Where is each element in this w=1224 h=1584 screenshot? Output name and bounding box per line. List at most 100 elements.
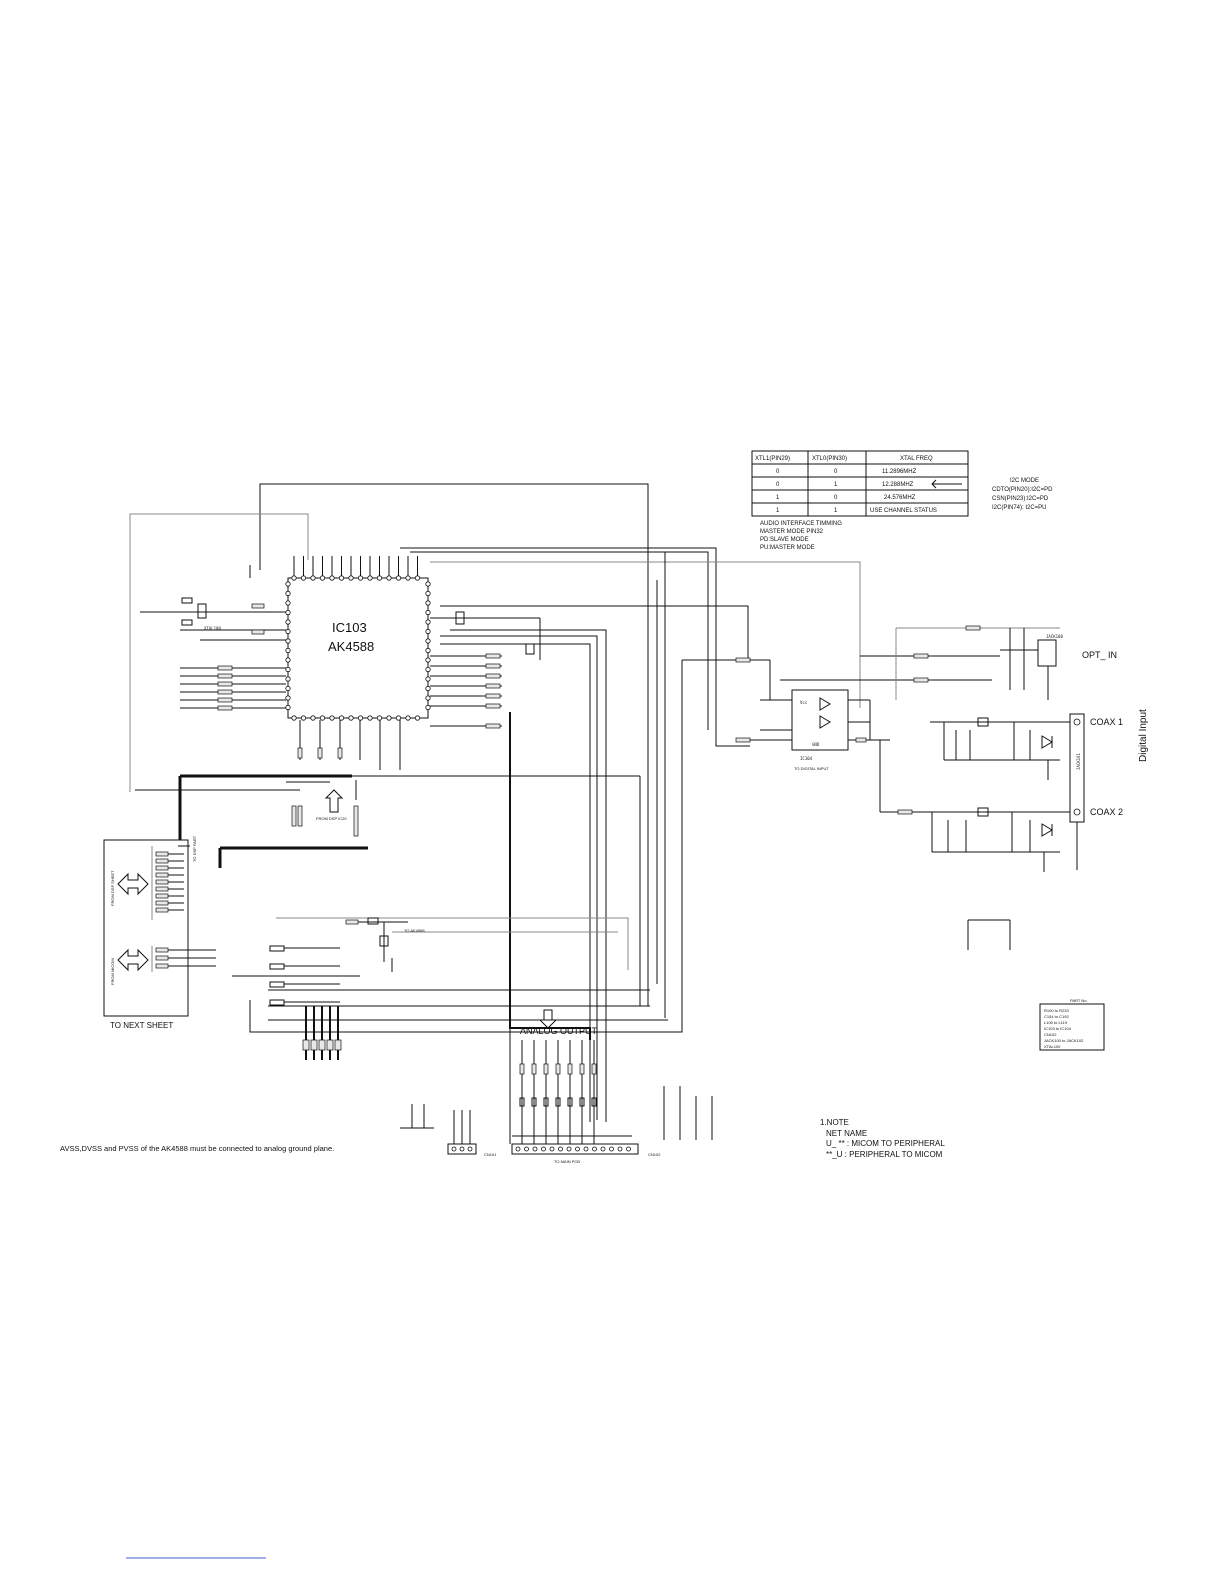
svg-text:FROM MICOM: FROM MICOM (110, 958, 115, 985)
ic-pin (376, 575, 383, 581)
connector-pin (524, 1146, 529, 1152)
svg-text:FROM DSP SHEET: FROM DSP SHEET (110, 870, 115, 906)
svg-text:CDTO(PIN20):I2C=PD: CDTO(PIN20):I2C=PD (992, 487, 1053, 493)
svg-text:NET NAME: NET NAME (826, 1129, 867, 1138)
ic-pin (425, 657, 431, 663)
inductor-icon (269, 999, 285, 1006)
capacitor-icon (318, 1039, 326, 1051)
diode-icon (1041, 823, 1053, 837)
svg-text:**_U : PERIPHERAL TO MICOM: **_U : PERIPHERAL TO MICOM (826, 1150, 943, 1159)
ic-pin (285, 619, 291, 625)
svg-text:TO DSP PART: TO DSP PART (192, 835, 197, 862)
ic-pin (285, 581, 291, 587)
ic-pin (285, 666, 291, 673)
cn102-side-lines (663, 1086, 713, 1140)
resistor-icon (543, 1063, 549, 1075)
svg-text:IC103 to IC104: IC103 to IC104 (1044, 1026, 1072, 1031)
svg-text:PU:MASTER MODE: PU:MASTER MODE (760, 545, 815, 551)
ic-pin (425, 600, 431, 606)
resistor-icon (519, 1063, 525, 1075)
xtal-cell: USE CHANNEL STATUS (870, 508, 937, 514)
ic-pin (425, 581, 431, 587)
ic-pin (300, 575, 307, 581)
ic-pin (300, 715, 307, 721)
ic-pin (414, 575, 421, 581)
svg-text:I2C(PIN74): I2C=PU: I2C(PIN74): I2C=PU (992, 505, 1047, 511)
capacitor-icon (543, 1097, 549, 1107)
svg-text:XTAL100: XTAL100 (204, 626, 221, 631)
diode-icon (1041, 735, 1053, 749)
ic-pin (395, 575, 402, 581)
xtal-cell: 0 (834, 495, 838, 501)
connector-pin (575, 1146, 580, 1152)
ic-pin (348, 715, 354, 721)
bidirectional-arrow-icon (117, 948, 149, 972)
svg-text:IC104: IC104 (800, 756, 813, 761)
ic-pin (425, 704, 431, 711)
svg-text:TO MAIN PCB: TO MAIN PCB (554, 1159, 580, 1164)
ic-pin (425, 647, 431, 654)
svg-text:PD:SLAVE MODE: PD:SLAVE MODE (760, 537, 809, 543)
ic-pin (285, 590, 291, 597)
crystal-icon (197, 603, 207, 619)
bus-wires (129, 483, 861, 1144)
capacitor-icon (555, 1097, 561, 1107)
connector-pin (626, 1146, 631, 1152)
svg-text:PART No.: PART No. (1070, 998, 1088, 1003)
inductor-icon (269, 945, 285, 952)
ic-pin (405, 575, 411, 581)
ic-pin (425, 619, 431, 625)
ic-bottom-network: FROM DSP IC20 (286, 720, 401, 837)
ic-pin (285, 704, 291, 711)
ic-pin (319, 715, 326, 721)
svg-text:Vcc: Vcc (800, 700, 808, 705)
net-tag (155, 900, 169, 906)
svg-text:L100 to L119: L100 to L119 (1044, 1020, 1068, 1025)
ic-pin (357, 575, 364, 581)
svg-text:1.NOTE: 1.NOTE (820, 1118, 849, 1127)
ic-pin (319, 575, 326, 581)
coax1-label: COAX 1 (1090, 717, 1123, 727)
xtal-cell: 1 (834, 508, 838, 514)
svg-text:CN102: CN102 (1044, 1032, 1057, 1037)
net-tag (155, 858, 169, 864)
svg-text:GND: GND (812, 742, 820, 747)
ic-pin (285, 638, 291, 644)
ic-pin (367, 575, 373, 581)
bidirectional-arrow-icon (117, 872, 149, 896)
svg-text:JACK101: JACK101 (1076, 753, 1081, 770)
svg-text:FROM DSP IC20: FROM DSP IC20 (316, 816, 347, 821)
ic-pin (414, 715, 421, 721)
svg-text:CSN(PIN23):I2C=PD: CSN(PIN23):I2C=PD (992, 496, 1049, 502)
to-ak4588-block: TO AK4588 (345, 917, 425, 972)
xtal-cell: 1 (834, 482, 838, 488)
ic-pin (285, 657, 291, 663)
ic-pin (425, 638, 431, 644)
ic-pin (425, 676, 431, 682)
resistor-icon (531, 1063, 537, 1075)
svg-text:ANALOG OUTPUT: ANALOG OUTPUT (520, 1026, 598, 1036)
svg-text:C154 to C192: C154 to C192 (1044, 1014, 1069, 1019)
capacitor-icon (567, 1097, 573, 1107)
chassis-ground (967, 919, 1011, 950)
ic-pin (348, 575, 354, 581)
audio-interface-note: AUDIO INTERFACE TIMMING MASTER MODE PIN3… (760, 521, 842, 551)
xtal-header-3: XTAL FREQ (900, 456, 933, 462)
net-name-note: 1.NOTE NET NAME U_ ** : MICOM TO PERIPHE… (820, 1118, 945, 1159)
cn101-connector: CN101 (400, 1104, 497, 1157)
capacitor-icon (519, 1097, 525, 1107)
to-next-sheet-panel: TO NEXT SHEET FROM DSP SHEET FROM MICOM … (103, 835, 216, 1030)
ic-pin (285, 609, 291, 616)
xtal-header-1: XTL1(PIN29) (755, 456, 790, 462)
capacitor-icon (326, 1039, 334, 1051)
svg-text:XTAL100: XTAL100 (1044, 1044, 1061, 1049)
ic103-part: AK4588 (328, 639, 374, 654)
connector-pin (515, 1146, 521, 1152)
ic-pin (386, 715, 392, 721)
svg-text:JACK100 to JACK102: JACK100 to JACK102 (1044, 1038, 1084, 1043)
connector-pin (541, 1146, 546, 1152)
svg-text:TO NEXT SHEET: TO NEXT SHEET (110, 1021, 173, 1030)
power-filter-bank (232, 945, 668, 1060)
resistor-icon (555, 1063, 561, 1075)
